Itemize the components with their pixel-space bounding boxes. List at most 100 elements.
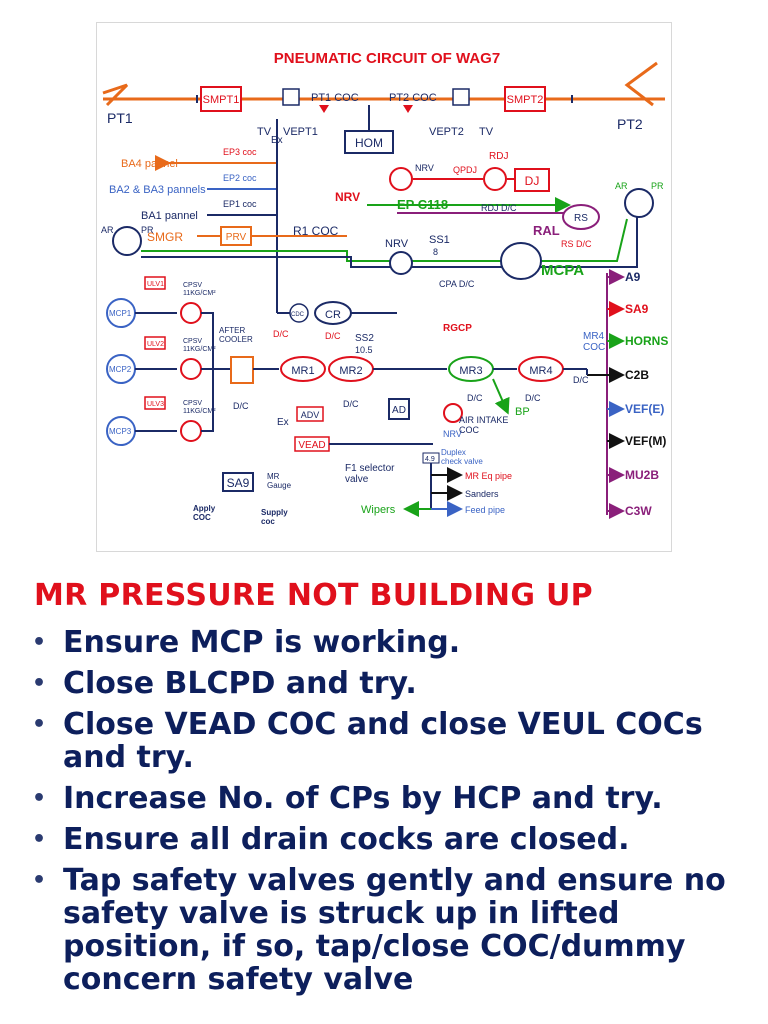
bullet-marker: •: [32, 786, 47, 811]
pt1-coc-valve: [319, 105, 329, 113]
mcp2-label: MCP2: [109, 365, 132, 374]
troubleshooting-list: •Ensure MCP is working. •Close BLCPD and…: [28, 626, 768, 1004]
mr1-label: MR1: [291, 365, 314, 377]
out-c3w: C3W: [625, 504, 652, 518]
cpsv3-label: CPSV: [183, 400, 202, 407]
rdj-valve: [483, 167, 507, 191]
smpt1-label: SMPT1: [203, 94, 240, 106]
ulv2-label: ULV2: [147, 341, 164, 348]
dc-label-3: D/C: [233, 401, 249, 411]
pt2-coc-label: PT2 COC: [389, 92, 437, 104]
feed-pipe-label: Feed pipe: [465, 505, 505, 515]
vept1-box: [282, 88, 300, 106]
after-cooler: [230, 356, 254, 384]
rs-box: [562, 204, 600, 230]
dc-label-7: D/C: [573, 375, 589, 385]
tv1-label: TV: [257, 126, 272, 138]
ss2-label: SS2: [355, 333, 374, 344]
list-item-text: Ensure all drain cocks are closed.: [63, 822, 630, 857]
out-c2b: C2B: [625, 368, 649, 382]
out-vefe: VEF(E): [625, 402, 664, 416]
nrv-dj-label: NRV: [415, 163, 434, 173]
mr2-label: MR2: [339, 365, 362, 377]
bullet-marker: •: [32, 868, 47, 893]
nrv-air-label: NRV: [443, 429, 462, 439]
ss2-value: 10.5: [355, 345, 373, 355]
list-item: •Close VEAD COC and close VEUL COCs and …: [28, 708, 768, 774]
out-horns: HORNS: [625, 334, 668, 348]
smpt1-box: [200, 86, 242, 112]
ba4-label: BA4 pannel: [121, 158, 178, 170]
ss1-value: 8: [433, 247, 438, 257]
cpsv1-label: CPSV: [183, 282, 202, 289]
bp-label: BP: [515, 406, 530, 418]
cr-label: CR: [325, 309, 341, 321]
out-mu2b: MU2B: [625, 468, 659, 482]
cdc-label: CDC: [291, 312, 305, 318]
list-item-text: Ensure MCP is working.: [63, 625, 461, 660]
cpa-dc-label: CPA D/C: [439, 279, 475, 289]
list-item: •Ensure MCP is working.: [28, 626, 768, 659]
dc-label-1: D/C: [273, 329, 289, 339]
left-pr-label: PR: [141, 225, 154, 235]
smgr-label: SMGR: [147, 230, 183, 244]
mr1-reservoir: [280, 356, 326, 382]
compressor-group: [106, 276, 231, 446]
right-pr-label: PR: [651, 181, 664, 191]
out-vefm: VEF(M): [625, 434, 666, 448]
qpdj-label: QPDJ: [453, 165, 477, 175]
hom-label: HOM: [355, 136, 383, 150]
cpsv2-value: 11KG/CM²: [183, 346, 216, 353]
list-item: • Ensure all drain cocks are closed.: [28, 823, 768, 856]
dc-label-5: D/C: [467, 393, 483, 403]
cpsv1-value: 11KG/CM²: [183, 290, 216, 297]
out-a9: A9: [625, 270, 641, 284]
ba2-ba3-label: BA2 & BA3 pannels: [109, 184, 206, 196]
mcp3-label: MCP3: [109, 427, 132, 436]
ex-label-2: Ex: [277, 417, 289, 428]
rdj-dc-label: RDJ D/C: [481, 203, 517, 213]
pantograph-line: [102, 61, 665, 107]
nrv-mcpa-valve: [389, 251, 413, 275]
ad-box: [388, 398, 410, 420]
duplex-value: 4.9: [425, 456, 435, 463]
mcpa-motor: [500, 242, 542, 280]
vept2-label: VEPT2: [429, 126, 464, 138]
list-item-text: Increase No. of CPs by HCP and try.: [63, 781, 663, 816]
ep1-label: EP1 coc: [223, 199, 257, 209]
list-item-text: Close BLCPD and try.: [63, 666, 417, 701]
bullet-marker: •: [32, 671, 47, 696]
prv-label: PRV: [226, 232, 247, 243]
nrv-label: NRV: [335, 190, 360, 204]
pt1-coc-label: PT1 COC: [311, 92, 359, 104]
rdj-label: RDJ: [489, 151, 508, 162]
list-item-text: Close VEAD COC and close VEUL COCs and t…: [63, 707, 703, 775]
out-sa9: SA9: [625, 302, 649, 316]
ba1-label: BA1 pannel: [141, 210, 198, 222]
bullet-marker: •: [32, 827, 47, 852]
smpt2-box: [504, 86, 546, 112]
mr3-label: MR3: [459, 365, 482, 377]
right-ar-label: AR: [615, 181, 628, 191]
ep-c118-label: EP C118: [397, 197, 448, 212]
mcp1-label: MCP1: [109, 309, 132, 318]
air-intake-valve: [443, 403, 463, 423]
cpsv3-value: 11KG/CM²: [183, 408, 216, 415]
vept2-box: [452, 88, 470, 106]
diagram-title: PNEUMATIC CIRCUIT OF WAG7: [274, 50, 500, 67]
rgcp-label: RGCP: [443, 323, 472, 334]
list-item: •Tap safety valves gently and ensure no …: [28, 864, 768, 996]
wipers-label: Wipers: [361, 504, 396, 516]
dc-label-2: D/C: [325, 331, 341, 341]
cpsv2-label: CPSV: [183, 338, 202, 345]
adv-box: [296, 406, 324, 422]
mcpa-label: MCPA: [541, 262, 584, 279]
ss1-label: SS1: [429, 234, 450, 246]
list-item: • Close BLCPD and try.: [28, 667, 768, 700]
